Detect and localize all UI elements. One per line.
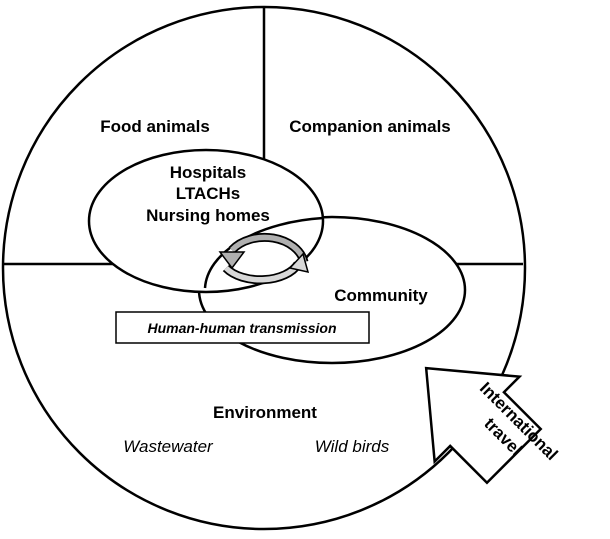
nursing-homes-label: Nursing homes <box>146 206 270 225</box>
transmission-label: Human-human transmission <box>147 320 336 336</box>
wild-birds-label: Wild birds <box>315 437 390 456</box>
wastewater-label: Wastewater <box>123 437 214 456</box>
healthcare-ellipse <box>87 148 325 294</box>
transmission-box <box>115 311 370 344</box>
cycle-arrows-icon <box>218 232 310 285</box>
international-travel-arrow <box>424 366 543 485</box>
environment-label: Environment <box>213 403 317 422</box>
ltachs-label: LTACHs <box>176 184 241 203</box>
food-animals-label: Food animals <box>100 117 210 136</box>
hospitals-label: Hospitals <box>170 163 247 182</box>
companion-animals-label: Companion animals <box>289 117 451 136</box>
community-label: Community <box>334 286 428 305</box>
